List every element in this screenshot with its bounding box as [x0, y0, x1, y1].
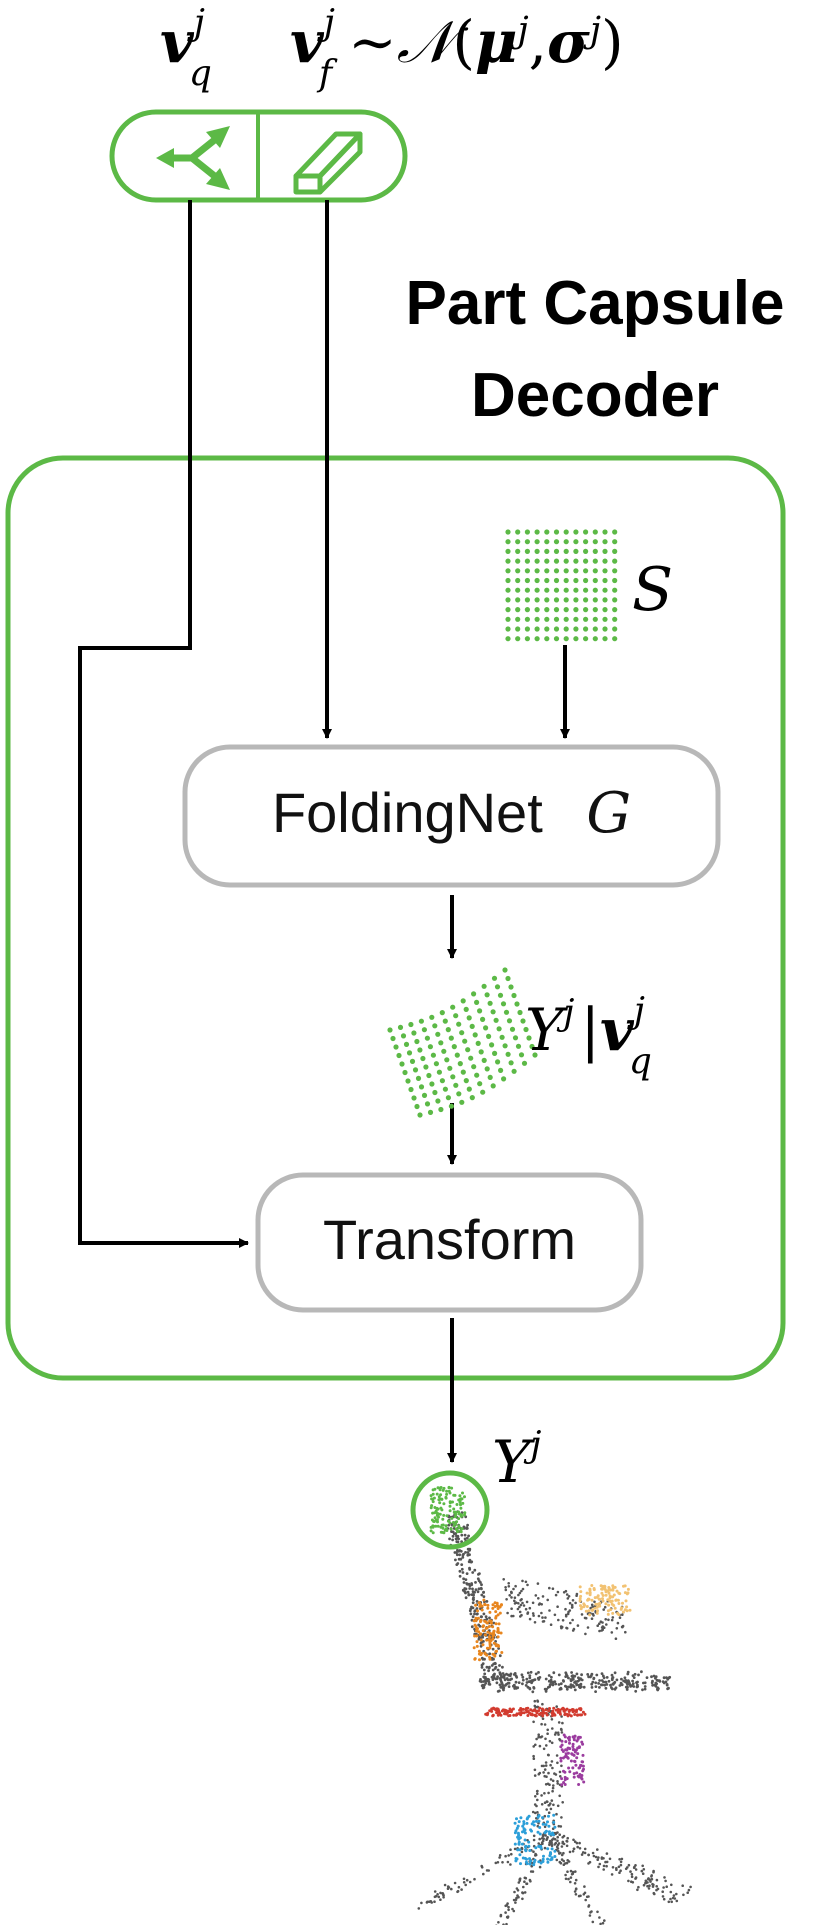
- capsule-pill: [109, 109, 408, 203]
- decoder-container: [5, 455, 786, 1381]
- transform-label: Transform: [322, 1208, 577, 1271]
- title-line-1: Part Capsule: [405, 269, 785, 338]
- output-label: Yj: [492, 1423, 542, 1496]
- grid-symbol-s: S: [632, 555, 674, 625]
- axes-icon: [156, 126, 230, 190]
- part-highlight-circle: [410, 1470, 490, 1550]
- title-line-2: Decoder: [470, 361, 720, 430]
- foldingnet-symbol: G: [586, 781, 632, 846]
- point-cloud-chair-icon: [417, 1485, 692, 1925]
- cuboid-icon: [293, 131, 363, 195]
- connectors: [78, 200, 570, 1463]
- folded-points-icon: [387, 967, 538, 1118]
- conditional-output-label: Yj|vjq: [525, 989, 652, 1082]
- foldingnet-label: FoldingNet G: [185, 780, 718, 846]
- pose-vector-label: vjq: [160, 1, 212, 94]
- pose-path-to-transform: [78, 200, 249, 1248]
- transform-node: [255, 1172, 644, 1313]
- foldingnet-node: [182, 744, 721, 888]
- feature-distribution-label: vjf∼𝒩(μj,σj): [290, 1, 624, 94]
- foldingnet-text: FoldingNet: [271, 781, 543, 844]
- grid-points-icon: [505, 529, 618, 642]
